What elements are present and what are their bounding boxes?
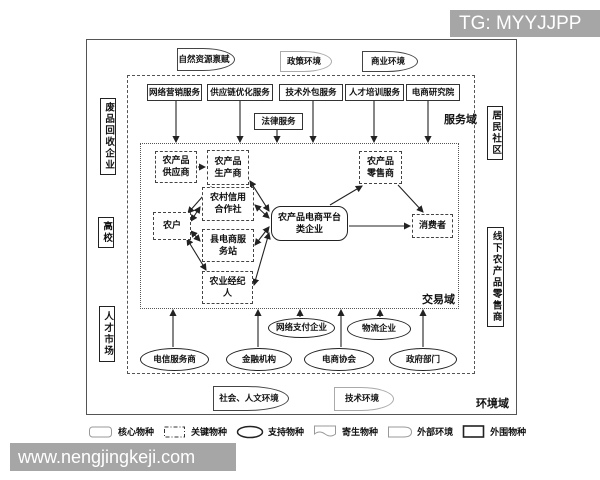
outer-frame	[86, 39, 517, 415]
peripheral-species-swatch-icon	[462, 425, 485, 438]
node-legal-service: 法律服务	[254, 113, 303, 130]
node-association: 电商协会	[304, 348, 374, 371]
node-supply-chain-service: 供应链优化服务	[207, 84, 273, 101]
node-supplier: 农产品供应商	[155, 151, 197, 183]
node-finance: 金融机构	[226, 348, 292, 371]
node-tech-environment: 技术环境	[334, 387, 394, 411]
node-consumer: 消费者	[412, 214, 453, 238]
legend-label: 寄生物种	[342, 427, 379, 437]
legend-label: 核心物种	[118, 427, 155, 437]
watermark-top: TG: MYYJJPP	[450, 10, 600, 37]
node-retailer: 农产品零售商	[359, 151, 402, 184]
transaction-domain-frame	[140, 143, 459, 309]
transaction-domain-label: 交易域	[422, 294, 455, 306]
node-natural-resources: 自然资源禀赋	[177, 48, 235, 71]
node-offline-retailer: 线下农产品零售商	[487, 227, 504, 327]
node-university: 高校	[98, 217, 114, 248]
node-payment: 网络支付企业	[268, 318, 335, 338]
legend-label: 外部环境	[417, 427, 454, 437]
service-domain-label: 服务域	[444, 114, 477, 126]
node-producer: 农产品生产商	[207, 150, 249, 185]
node-social-environment: 社会、人文环境	[213, 386, 289, 411]
support-species-swatch-icon	[236, 425, 264, 438]
node-logistics: 物流企业	[347, 318, 411, 340]
core-species-swatch-icon	[89, 426, 112, 437]
node-telecom: 电信服务商	[140, 348, 209, 371]
legend-label: 支持物种	[268, 427, 305, 437]
legend: 核心物种 关键物种 支持物种 寄生物种 外部环境 外围物种	[88, 423, 526, 440]
node-community: 居民社区	[487, 106, 503, 160]
node-marketing-service: 网络营销服务	[147, 84, 202, 101]
legend-item-key: 关键物种	[163, 425, 227, 439]
external-environment-swatch-icon	[388, 426, 413, 437]
node-business-environment: 商业环境	[362, 51, 418, 72]
legend-item-peripheral: 外围物种	[462, 424, 526, 439]
node-talent-market: 人才市场	[99, 306, 115, 362]
legend-item-parasite: 寄生物种	[313, 424, 378, 439]
key-species-swatch-icon	[164, 426, 186, 437]
node-platform: 农产品电商平台类企业	[271, 206, 348, 241]
legend-item-external: 外部环境	[387, 425, 453, 439]
legend-item-support: 支持物种	[236, 425, 304, 439]
parasite-species-swatch-icon	[314, 425, 337, 437]
node-government: 政府部门	[389, 348, 457, 371]
node-county-station: 县电商服务站	[202, 229, 254, 262]
node-talent-training-service: 人才培训服务	[345, 84, 404, 101]
service-domain-frame	[127, 75, 475, 374]
watermark-bottom: www.nengjingkeji.com	[10, 443, 236, 471]
node-rural-credit: 农村信用合作社	[202, 187, 254, 221]
node-broker: 农业经纪人	[202, 271, 253, 304]
node-farmer: 农户	[153, 212, 191, 240]
legend-label: 关键物种	[191, 427, 228, 437]
node-tech-outsourcing-service: 技术外包服务	[279, 84, 343, 101]
node-waste-recycler: 废品回收企业	[100, 98, 116, 175]
environment-domain-label: 环境域	[476, 398, 509, 410]
node-ecommerce-institute: 电商研究院	[406, 84, 460, 101]
legend-label: 外围物种	[490, 427, 527, 437]
node-policy-environment: 政策环境	[280, 51, 332, 72]
legend-item-core: 核心物种	[88, 425, 154, 439]
